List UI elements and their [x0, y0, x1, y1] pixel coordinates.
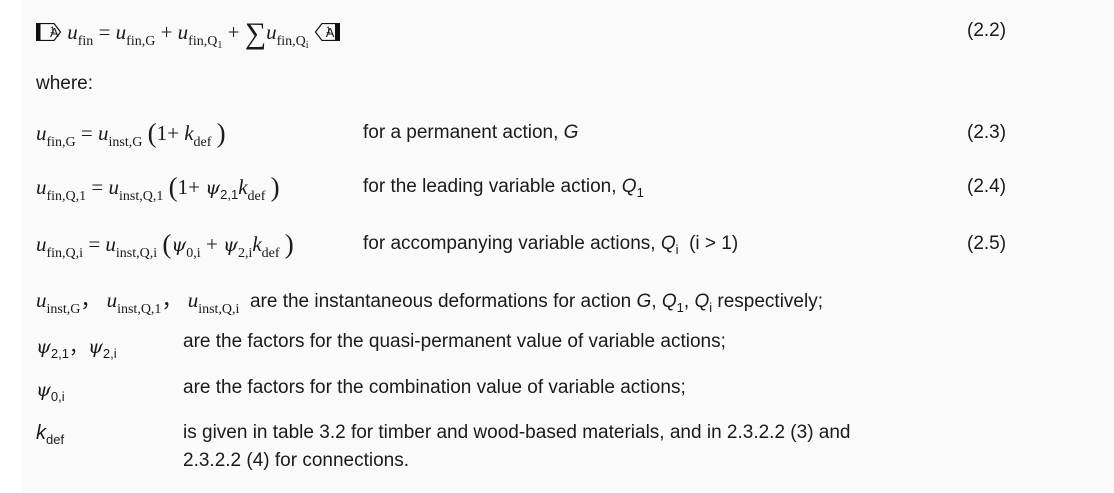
definition-psi-0-text: are the factors for the combination valu…	[183, 377, 686, 398]
definition-psi-2: ψ2,1，ψ2,i	[36, 336, 117, 361]
definition-u-inst: uinst,G， uinst,Q,1， uinst,Q,i are the in…	[36, 288, 823, 317]
equation-number: (2.5)	[967, 233, 1007, 254]
definition-psi-0: ψ0,i	[36, 379, 65, 404]
equation-number: (2.4)	[967, 176, 1007, 197]
equation-2-4-description: for the leading variable action, Q1	[363, 176, 644, 200]
definition-psi-2-text: are the factors for the quasi-permanent …	[183, 331, 726, 352]
definition-k-def: kdef	[36, 422, 65, 447]
equation-2-3-description: for a permanent action, G	[363, 122, 579, 143]
equation-2-5: ufin,Q,i = uinst,Q,i (ψ0,i + ψ2,ikdef )	[36, 229, 294, 261]
equation-2-4: ufin,Q,1 = uinst,Q,1 (1+ ψ2,1kdef )	[36, 172, 280, 204]
equation-number: (2.3)	[967, 122, 1007, 143]
definition-k-def-text-line2: 2.3.2.2 (4) for connections.	[183, 450, 410, 471]
where-label: where:	[36, 73, 94, 94]
equation-number: (2.2)	[967, 20, 1007, 41]
equation-2-3: ufin,G = uinst,G (1+ kdef )	[36, 118, 226, 150]
definition-k-def-text-line1: is given in table 3.2 for timber and woo…	[183, 422, 851, 443]
equation-2-5-description: for accompanying variable actions, Qi (i…	[363, 233, 739, 257]
